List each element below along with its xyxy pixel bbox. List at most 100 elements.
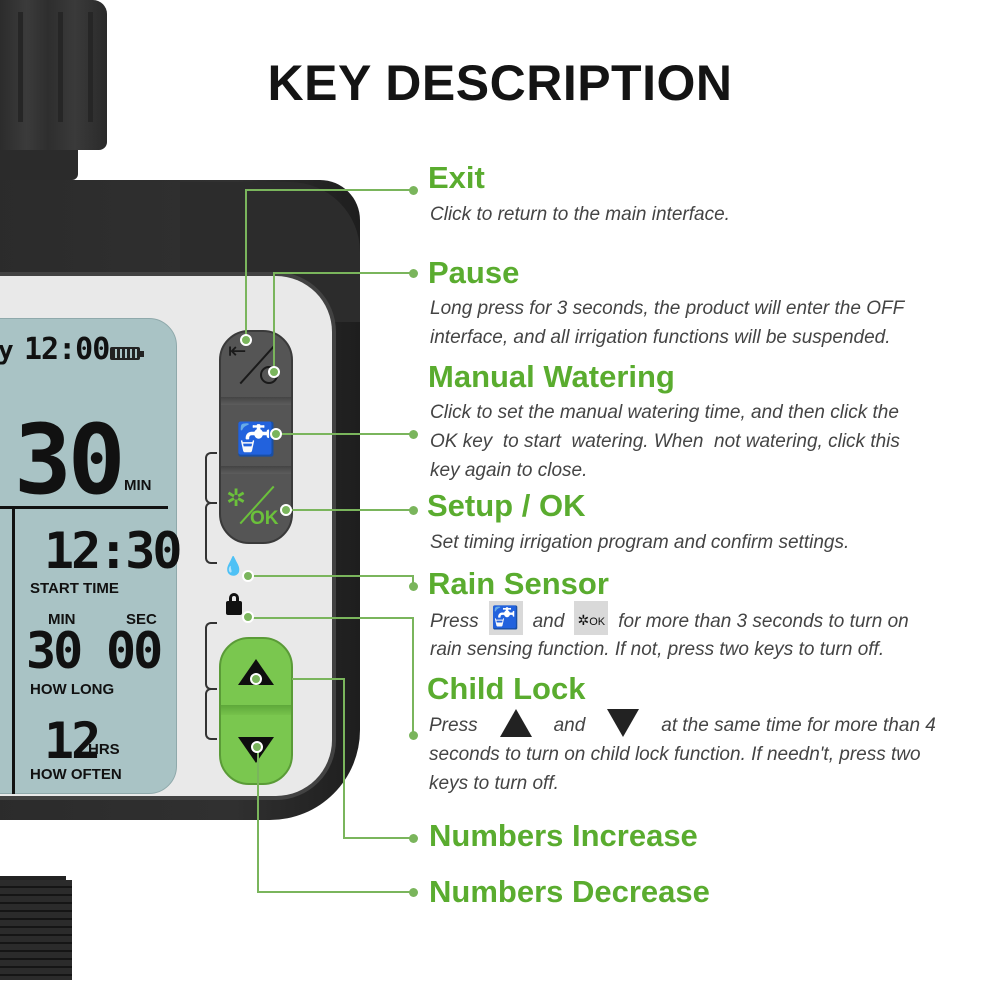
inline-triangle-up-icon	[499, 708, 532, 737]
knob-rib	[88, 12, 93, 122]
leader-anchor	[242, 570, 254, 582]
leader-dot	[409, 582, 418, 591]
gear-icon: ✲	[226, 485, 247, 512]
leader-line	[250, 575, 413, 577]
text-and: and	[553, 715, 586, 736]
heading-manual-watering: Manual Watering	[428, 359, 675, 394]
leader-anchor	[251, 741, 263, 753]
leader-line	[257, 891, 413, 893]
description-lock-line3: keys to turn off.	[429, 773, 559, 794]
key-combo-bracket	[205, 688, 217, 740]
lcd-screen	[0, 318, 177, 794]
description-lock-line1: Press and at the same time for more than 4	[429, 708, 936, 740]
leader-line	[273, 272, 413, 274]
description-pause-line2: interface, and all irrigation functions …	[430, 327, 891, 348]
ok-label: OK	[250, 508, 279, 529]
leader-line	[343, 678, 345, 838]
lcd-how-long-min-label: MIN	[48, 611, 76, 628]
leader-dot	[409, 834, 418, 843]
lcd-divider-vertical	[12, 506, 15, 794]
description-lock-line2: seconds to turn on child lock function. …	[429, 744, 921, 765]
leader-line	[412, 575, 414, 584]
lock-icon	[226, 601, 242, 615]
heading-child-lock: Child Lock	[427, 671, 586, 706]
knob-rib	[58, 12, 63, 122]
description-rain-line1: Press 🚰 and ✲OK for more than 3 seconds to t…	[430, 601, 909, 639]
lcd-how-often-unit: HRS	[88, 741, 120, 758]
leader-anchor	[240, 334, 252, 346]
button-separator	[221, 466, 291, 474]
description-exit: Click to return to the main interface.	[430, 204, 730, 225]
description-setup: Set timing irrigation program and confir…	[430, 532, 850, 553]
leader-line	[273, 272, 275, 372]
button-separator	[221, 397, 291, 405]
heading-exit: Exit	[428, 160, 485, 195]
water-tap-icon: 🚰	[236, 421, 276, 457]
knob-rib	[18, 12, 23, 122]
lcd-how-long-sec-label: SEC	[126, 611, 157, 628]
lcd-how-long-min-value: 30	[26, 622, 83, 680]
lcd-how-often-label: HOW OFTEN	[30, 766, 122, 783]
leader-anchor	[268, 366, 280, 378]
text-and: and	[532, 611, 565, 633]
lcd-how-long-label: HOW LONG	[30, 681, 115, 698]
leader-dot	[409, 430, 418, 439]
leader-line	[245, 189, 413, 191]
description-manual-line2: OK key to start watering. When not water…	[430, 431, 900, 452]
lcd-duration-unit: MIN	[124, 477, 152, 494]
leader-line	[290, 509, 413, 511]
text-rest: at the same time for more than 4	[661, 715, 936, 736]
lcd-start-time-label: START TIME	[30, 580, 119, 597]
description-manual-line1: Click to set the manual watering time, a…	[430, 402, 899, 423]
leader-dot	[409, 186, 418, 195]
heading-numbers-increase: Numbers Increase	[429, 818, 698, 853]
description-pause-line1: Long press for 3 seconds, the product wi…	[430, 298, 905, 319]
leader-anchor	[280, 504, 292, 516]
key-combo-bracket	[205, 502, 217, 564]
lcd-duration-value: 30	[14, 404, 126, 516]
leader-dot	[409, 506, 418, 515]
lcd-divider-horizontal	[0, 506, 168, 509]
lcd-clock: 12:00	[24, 332, 110, 367]
battery-icon	[110, 347, 140, 360]
inline-triangle-down-icon	[607, 708, 640, 737]
heading-rain-sensor: Rain Sensor	[428, 566, 609, 601]
inline-gear-glyph: ✲	[577, 612, 590, 628]
knob-ring	[0, 150, 78, 180]
leader-anchor	[270, 428, 282, 440]
leader-line	[250, 617, 414, 619]
inline-gear-ok-icon: ✲OK	[574, 601, 609, 635]
lcd-start-time-value: 12:30	[44, 522, 183, 580]
heading-numbers-decrease: Numbers Decrease	[429, 874, 710, 909]
key-combo-bracket	[205, 622, 217, 690]
inline-tap-icon: 🚰	[488, 601, 523, 635]
leader-line	[343, 837, 413, 839]
leader-line	[257, 748, 259, 892]
leader-line	[292, 678, 344, 680]
inline-ok-text: OK	[589, 616, 606, 628]
battery-tip	[140, 351, 144, 357]
lcd-day-indicator: y	[0, 336, 14, 366]
outlet-thread	[0, 880, 72, 980]
description-manual-line3: key again to close.	[430, 460, 588, 481]
lcd-how-often-value: 12	[44, 712, 101, 770]
leader-line	[412, 617, 414, 733]
leader-anchor	[250, 673, 262, 685]
leader-dot	[409, 269, 418, 278]
key-combo-bracket	[205, 452, 217, 504]
lock-shackle	[229, 593, 239, 605]
description-rain-line2: rain sensing function. If not, press two…	[430, 639, 885, 660]
page-title: KEY DESCRIPTION	[267, 55, 733, 111]
text-press: Press	[429, 715, 478, 736]
heading-setup-ok: Setup / OK	[427, 488, 586, 523]
text-press: Press	[430, 611, 479, 633]
text-rest: for more than 3 seconds to turn on	[618, 611, 909, 633]
button-separator	[221, 705, 291, 715]
leader-anchor	[242, 611, 254, 623]
lcd-how-long-sec-value: 00	[106, 622, 163, 680]
leader-line	[280, 433, 413, 435]
leader-dot	[409, 731, 418, 740]
leader-line	[245, 189, 247, 340]
rain-sensor-icon: 💧	[222, 556, 245, 576]
leader-dot	[409, 888, 418, 897]
